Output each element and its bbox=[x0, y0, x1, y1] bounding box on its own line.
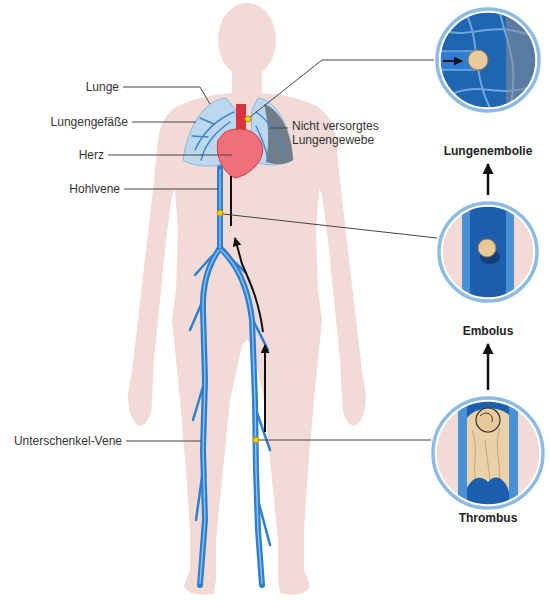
circle-outline bbox=[430, 6, 546, 114]
circle-outline bbox=[437, 9, 539, 111]
circle-frame bbox=[432, 200, 544, 324]
inset-circle: Thrombus bbox=[426, 395, 550, 526]
veins bbox=[200, 250, 219, 583]
veins bbox=[193, 380, 205, 420]
inset-thrombus bbox=[476, 408, 500, 432]
veins bbox=[219, 170, 220, 248]
inset-circle: Lungenembolie bbox=[430, 6, 546, 159]
inset-circle: Embolus bbox=[432, 200, 544, 339]
inset-lung-embolism bbox=[468, 50, 488, 70]
lungs bbox=[264, 104, 293, 164]
inset-lung-embolism bbox=[443, 60, 462, 62]
veins bbox=[190, 300, 203, 330]
lungs bbox=[192, 136, 208, 137]
circle-frame bbox=[426, 395, 550, 511]
flow-arrow bbox=[487, 164, 490, 195]
part-label: Herz bbox=[79, 148, 104, 162]
inset-embolus bbox=[478, 239, 496, 257]
leader-line bbox=[250, 60, 434, 117]
leader-line bbox=[126, 441, 201, 442]
leader-line bbox=[223, 214, 437, 238]
veins bbox=[190, 256, 270, 545]
leader-line bbox=[259, 440, 431, 441]
part-label: Hohlvene bbox=[69, 182, 120, 196]
veins bbox=[256, 410, 270, 450]
embolus-path-arrow bbox=[230, 176, 232, 226]
embolus-path-arrow bbox=[235, 238, 263, 332]
veins bbox=[200, 168, 262, 585]
part-label: Lungengefäße bbox=[51, 115, 128, 129]
circle-outline bbox=[436, 401, 541, 506]
inset-thrombus bbox=[480, 413, 492, 422]
part-label: Unterschenkel-Vene bbox=[14, 434, 122, 448]
circle-outline bbox=[442, 206, 535, 299]
inset-caption: Thrombus bbox=[426, 511, 550, 526]
part-label: Lunge bbox=[86, 80, 119, 94]
leader-line bbox=[270, 128, 288, 129]
leader-line bbox=[124, 189, 218, 190]
circle-outline bbox=[440, 12, 537, 109]
inset-lung-embolism bbox=[466, 14, 490, 108]
heart bbox=[217, 104, 262, 178]
embolus-path-arrow bbox=[264, 345, 266, 432]
location-marker bbox=[217, 116, 259, 443]
heart bbox=[217, 129, 262, 178]
location-marker bbox=[253, 437, 259, 443]
leader-line bbox=[123, 87, 210, 104]
veins bbox=[190, 168, 270, 585]
circle-outline bbox=[433, 398, 543, 508]
circle-outline bbox=[426, 395, 550, 511]
inset-thrombus bbox=[458, 395, 518, 515]
inset-thrombus bbox=[434, 395, 542, 515]
veins bbox=[258, 500, 270, 545]
inset-thrombus bbox=[485, 440, 490, 480]
veins bbox=[200, 248, 220, 585]
lungs bbox=[200, 118, 214, 124]
leader-line bbox=[108, 60, 437, 441]
veins bbox=[196, 470, 203, 520]
flow-arrow bbox=[487, 344, 490, 390]
part-label: Nicht versorgtes Lungengewebe bbox=[292, 119, 392, 147]
body-silhouette bbox=[130, 95, 364, 593]
circle-outline bbox=[432, 200, 544, 304]
leader-line bbox=[108, 155, 232, 156]
location-marker bbox=[245, 116, 251, 122]
embolus-path-arrow bbox=[231, 176, 265, 432]
inset-lung-embolism bbox=[436, 8, 546, 112]
inset-embolus bbox=[440, 200, 536, 304]
leader-line bbox=[132, 122, 196, 123]
circle-frame bbox=[430, 6, 546, 144]
body-silhouette bbox=[130, 5, 364, 593]
inset-caption: Lungenembolie bbox=[430, 144, 546, 159]
circle-outline bbox=[439, 203, 537, 301]
inset-embolus bbox=[462, 200, 514, 304]
veins bbox=[200, 170, 262, 583]
veins bbox=[217, 168, 223, 250]
inset-caption: Embolus bbox=[432, 324, 544, 339]
inset-embolus bbox=[470, 200, 506, 304]
inset-thrombus bbox=[467, 395, 509, 515]
location-marker bbox=[217, 210, 223, 216]
